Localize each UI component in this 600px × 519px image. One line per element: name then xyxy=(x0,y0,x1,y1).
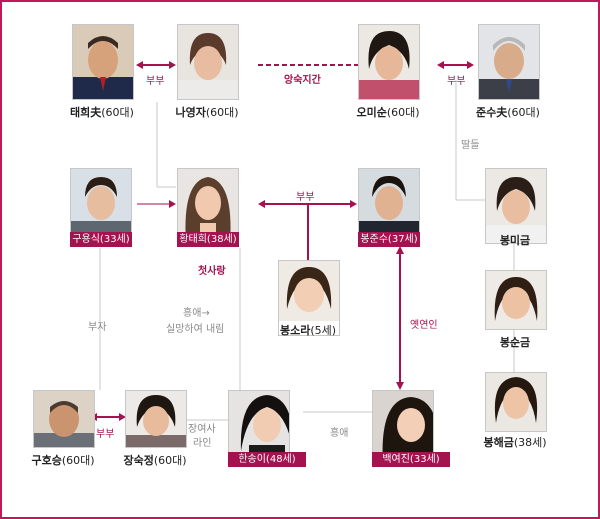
person-age-text: (60대) xyxy=(205,106,239,119)
person-name-p9: 봉소라(5세) xyxy=(253,322,363,338)
relation-yeseonin: 옛연인 xyxy=(410,320,438,331)
person-name-p8: 봉미금 xyxy=(460,232,570,248)
portrait-p6 xyxy=(177,168,239,244)
person-name-text: 봉순금 xyxy=(499,336,531,349)
portrait-p11 xyxy=(33,390,95,448)
person-age-text: (60대) xyxy=(153,454,187,467)
person-age-text: (38세) xyxy=(513,436,547,449)
person-tag-p5: 구용식(33세) xyxy=(70,232,132,247)
person-tag-p14: 백여진(33세) xyxy=(372,452,450,467)
relation-cheossarang: 첫사랑 xyxy=(198,266,226,277)
person-name-text: 태희夫 xyxy=(70,106,102,119)
person-age-text: (60대) xyxy=(507,106,540,119)
person-name-p3: 오미순(60대) xyxy=(333,104,443,120)
person-name-p10: 봉순금 xyxy=(460,334,570,350)
portrait-p8 xyxy=(485,168,547,244)
person-name-p4: 준수夫(60대) xyxy=(453,104,563,120)
person-name-text: 봉소라 xyxy=(279,324,311,337)
person-name-text: 나영자 xyxy=(175,106,206,119)
person-name-p11: 구호승(60대) xyxy=(8,452,118,468)
portrait-p10 xyxy=(485,270,547,330)
portrait-p2 xyxy=(177,24,239,100)
person-age-text: (60대) xyxy=(386,106,420,119)
person-name-text: 봉해금 xyxy=(483,436,514,449)
relation-ttaldeul: 딸들 xyxy=(461,140,480,151)
relation-bubu-4: 부부 xyxy=(96,429,115,440)
portrait-p9 xyxy=(278,260,340,336)
person-name-p15: 봉해금(38세) xyxy=(460,434,570,450)
person-age-text: (60대) xyxy=(101,106,134,119)
portrait-p12 xyxy=(125,390,187,448)
portrait-p15 xyxy=(485,372,547,432)
person-tag-p6: 황태희(38세) xyxy=(177,232,239,247)
relation-jonge-line1: 흥애→ xyxy=(183,308,210,319)
relation-bubu-3: 부부 xyxy=(296,192,315,203)
relation-jangyeosa-2: 라인 xyxy=(193,438,212,449)
person-name-p12: 장숙정(60대) xyxy=(100,452,210,468)
person-name-p2: 나영자(60대) xyxy=(152,104,262,120)
person-age-text: (60대) xyxy=(61,454,95,467)
relation-jonge-line2: 실망하여 내림 xyxy=(166,324,225,335)
person-tag-p7: 봉준수(37세) xyxy=(358,232,420,247)
relation-ansukjigan: 앙숙지간 xyxy=(284,75,321,86)
relation-bubu-1: 부부 xyxy=(146,76,165,87)
person-name-text: 준수夫 xyxy=(476,106,508,119)
person-name-text: 장숙정 xyxy=(123,454,154,467)
portrait-p4 xyxy=(478,24,540,100)
relation-jangyeosa-1: 장여사 xyxy=(188,424,216,435)
person-age-text: (5세) xyxy=(310,324,337,337)
relation-bubu-2: 부부 xyxy=(447,76,466,87)
person-name-text: 구호승 xyxy=(31,454,62,467)
portrait-p3 xyxy=(358,24,420,100)
person-tag-p13: 한송이(48세) xyxy=(228,452,306,467)
person-name-text: 봉미금 xyxy=(499,234,531,247)
person-name-p1: 태희夫(60대) xyxy=(47,104,157,120)
person-name-text: 오미순 xyxy=(356,106,387,119)
relation-jonge-2: 흥애 xyxy=(330,428,349,439)
portrait-p1 xyxy=(72,24,134,100)
relation-buja: 부자 xyxy=(88,322,107,333)
